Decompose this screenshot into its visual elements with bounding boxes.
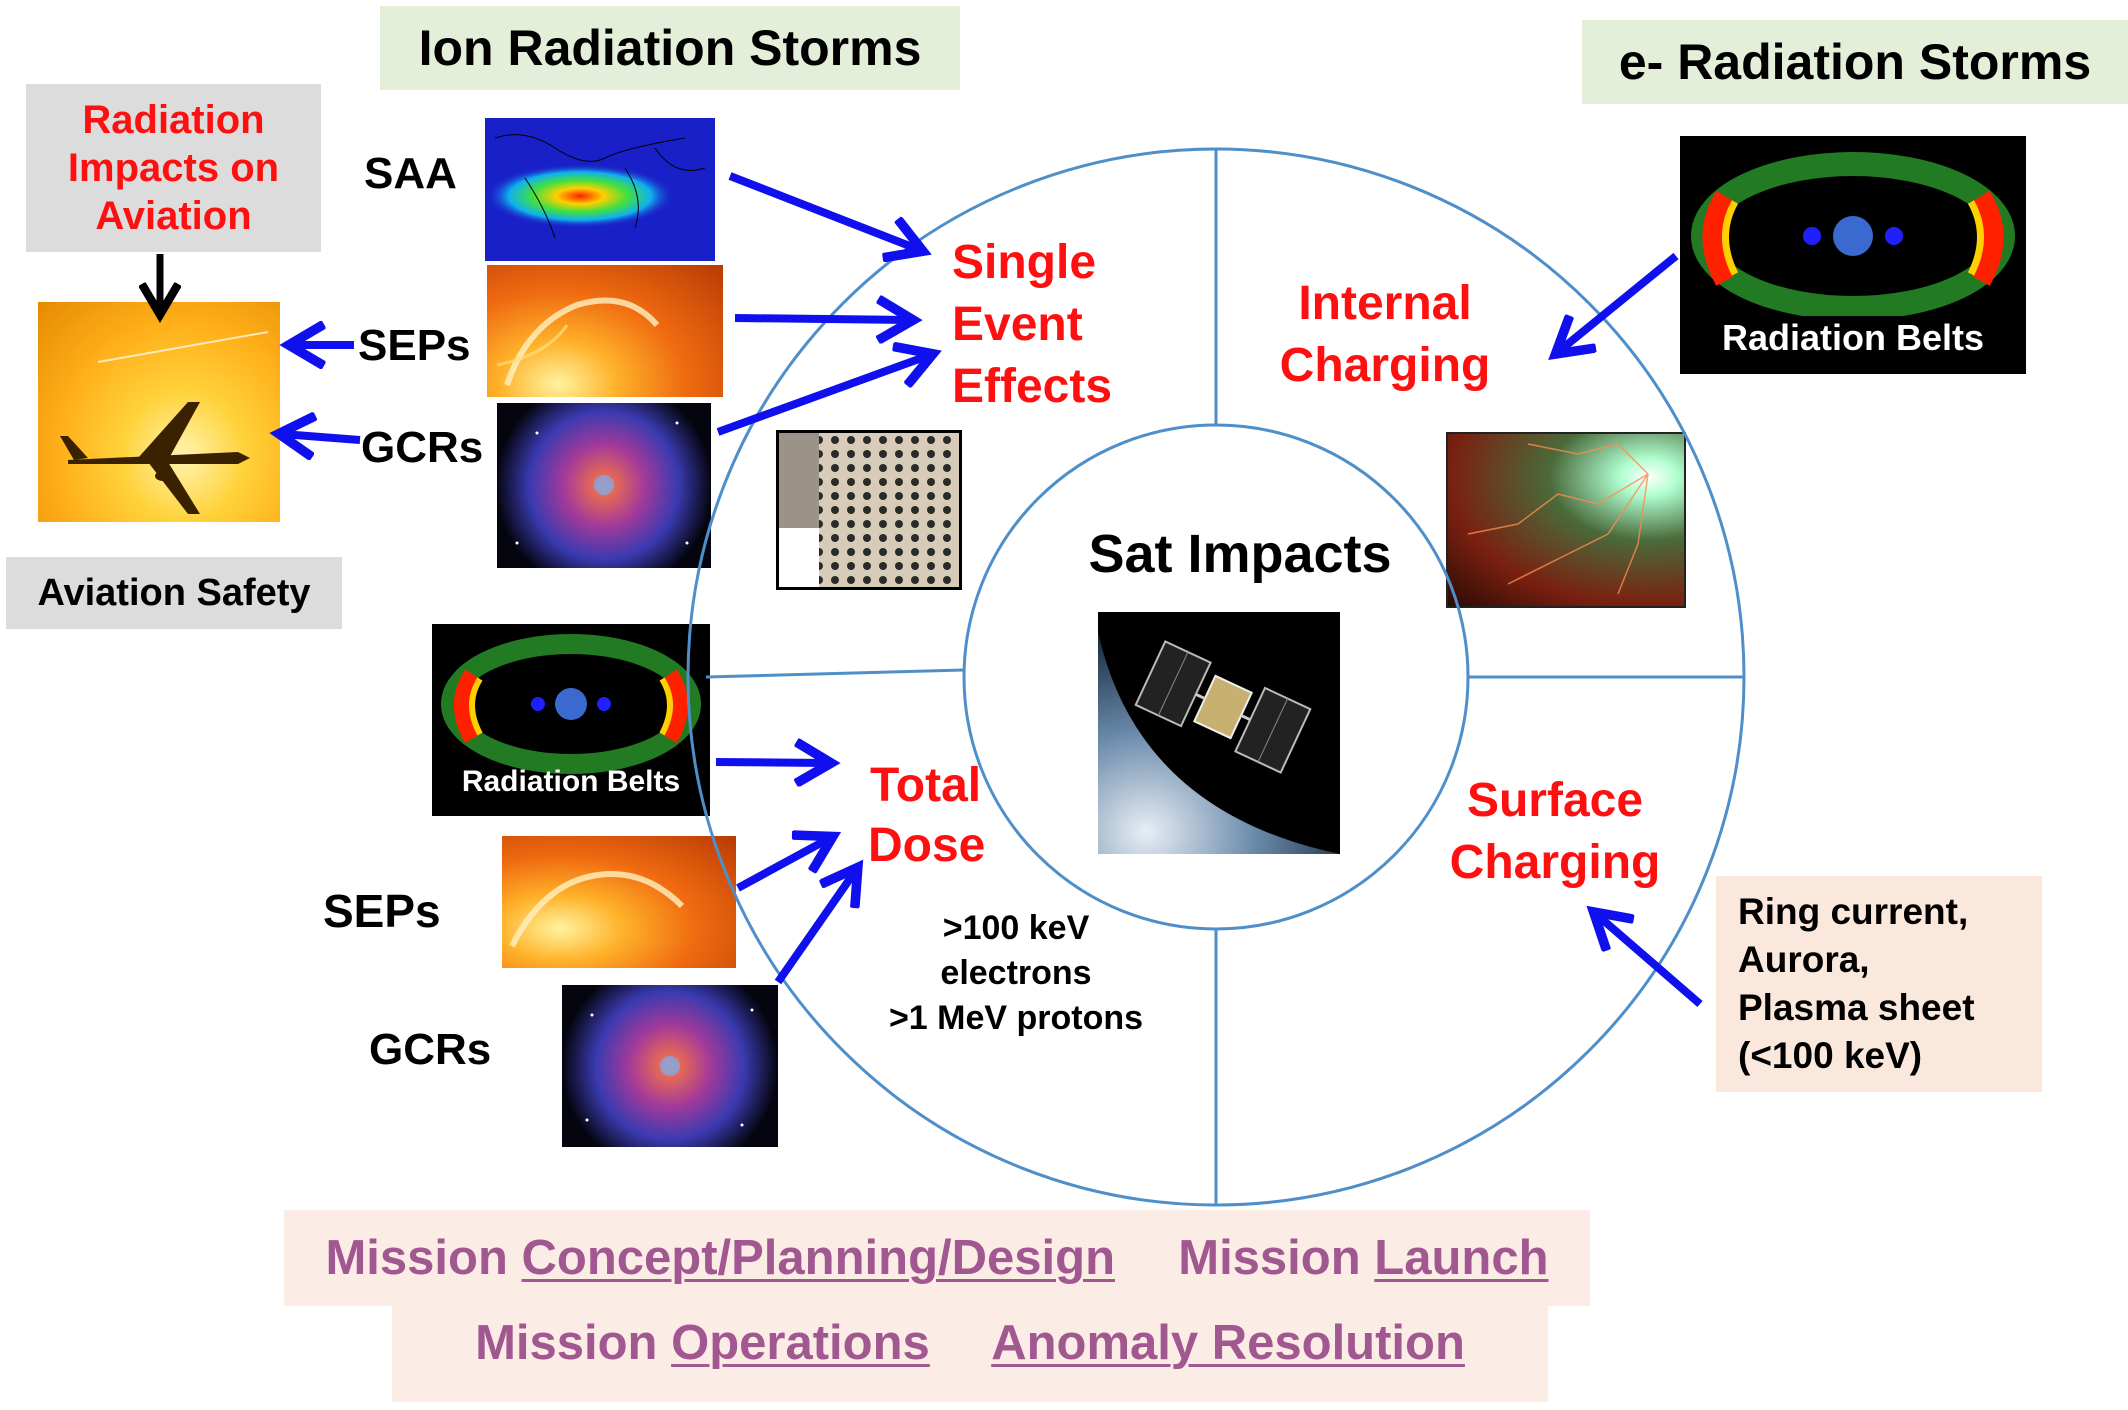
dose-radiation-belts-image: Radiation Belts bbox=[432, 624, 710, 816]
chip-micrograph-image bbox=[776, 430, 962, 590]
aviation-safety-label: Aviation Safety bbox=[6, 557, 342, 629]
dose-gcr-nebula-image bbox=[562, 985, 778, 1147]
dose-note-line-2: electrons bbox=[940, 954, 1092, 992]
dose-sep-solar-image bbox=[502, 836, 736, 968]
arrow-surface-sources-to-surface bbox=[1596, 914, 1703, 1008]
satellite-image bbox=[1098, 612, 1340, 854]
ion-gcrs-label: GCRs bbox=[361, 423, 484, 472]
ion-gcr-nebula-image bbox=[497, 403, 711, 568]
dose-gcrs-label: GCRs bbox=[369, 1025, 492, 1074]
dose-note-line-1: >100 keV bbox=[942, 909, 1090, 947]
electron-radiation-belts-caption: Radiation Belts bbox=[1721, 317, 1985, 358]
internal-line-1: Internal bbox=[1298, 277, 1472, 330]
see-line-1: Single bbox=[952, 236, 1097, 289]
electron-radiation-storms-header: e- Radiation Storms bbox=[1582, 20, 2128, 104]
electron-radiation-belts-image: Radiation Belts bbox=[1680, 136, 2026, 374]
anomaly-resolution-item: Anomaly Resolution bbox=[991, 1316, 1465, 1370]
mission-operations-item: Mission Operations bbox=[475, 1316, 930, 1370]
surface-source-line-3: Plasma sheet bbox=[1738, 987, 1975, 1028]
dose-energy-note: >100 keV electrons >1 MeV protons bbox=[866, 906, 1166, 1041]
arrow-gcrs-to-see bbox=[716, 355, 930, 436]
arrow-belts-to-internal bbox=[1558, 252, 1679, 352]
arrow-gcrs-to-aviation bbox=[282, 434, 361, 440]
surface-source-line-2: Aurora, bbox=[1738, 939, 1870, 980]
radiation-impacts-aviation-box: Radiation Impacts on Aviation bbox=[26, 84, 321, 252]
surface-charging-sources-box: Ring current, Aurora, Plasma sheet (<100… bbox=[1716, 876, 2042, 1092]
surface-line-1: Surface bbox=[1466, 774, 1644, 827]
arrow-saa-to-see bbox=[728, 172, 920, 250]
dose-seps-label: SEPs bbox=[323, 885, 441, 937]
see-line-3: Effects bbox=[952, 360, 1113, 413]
electrostatic-discharge-image bbox=[1446, 432, 1686, 608]
surface-source-line-1: Ring current, bbox=[1738, 891, 1969, 932]
mission-row-2: Mission Operations Anomaly Resolution bbox=[392, 1306, 1548, 1402]
arrow-seps-to-see bbox=[734, 318, 910, 320]
total-dose-label: Total Dose bbox=[868, 756, 985, 876]
ion-radiation-storms-header: Ion Radiation Storms bbox=[380, 6, 960, 90]
airplane-icon bbox=[60, 331, 269, 514]
saa-label: SAA bbox=[364, 149, 457, 198]
surface-line-2: Charging bbox=[1449, 836, 1661, 889]
ion-sep-solar-image bbox=[487, 265, 723, 397]
saa-map-image bbox=[485, 118, 715, 261]
dose-radiation-belts-caption: Radiation Belts bbox=[461, 765, 681, 798]
total-dose-line-1: Total bbox=[870, 759, 982, 812]
ion-seps-label: SEPs bbox=[358, 321, 471, 370]
surface-source-line-4: (<100 keV) bbox=[1738, 1035, 1923, 1076]
dose-note-line-3: >1 MeV protons bbox=[888, 999, 1144, 1037]
sat-impacts-label: Sat Impacts bbox=[1088, 524, 1392, 584]
aviation-image bbox=[38, 302, 280, 522]
see-line-2: Event bbox=[952, 298, 1083, 351]
mission-launch-item: Mission Launch bbox=[1178, 1231, 1549, 1285]
arrow-seps-to-dose bbox=[736, 838, 830, 892]
mission-row-1: Mission Concept/Planning/Design Mission … bbox=[284, 1210, 1590, 1306]
surface-charging-label: Surface Charging bbox=[1430, 770, 1680, 894]
internal-line-2: Charging bbox=[1279, 339, 1491, 392]
internal-charging-label: Internal Charging bbox=[1260, 273, 1510, 397]
mission-concept-item: Mission Concept/Planning/Design bbox=[325, 1231, 1115, 1285]
single-event-effects-label: Single Event Effects bbox=[952, 232, 1112, 418]
total-dose-line-2: Dose bbox=[868, 819, 986, 872]
arrow-belts-to-dose bbox=[715, 762, 828, 763]
divider-left bbox=[705, 668, 965, 679]
arrow-gcrs-to-dose bbox=[774, 870, 856, 985]
